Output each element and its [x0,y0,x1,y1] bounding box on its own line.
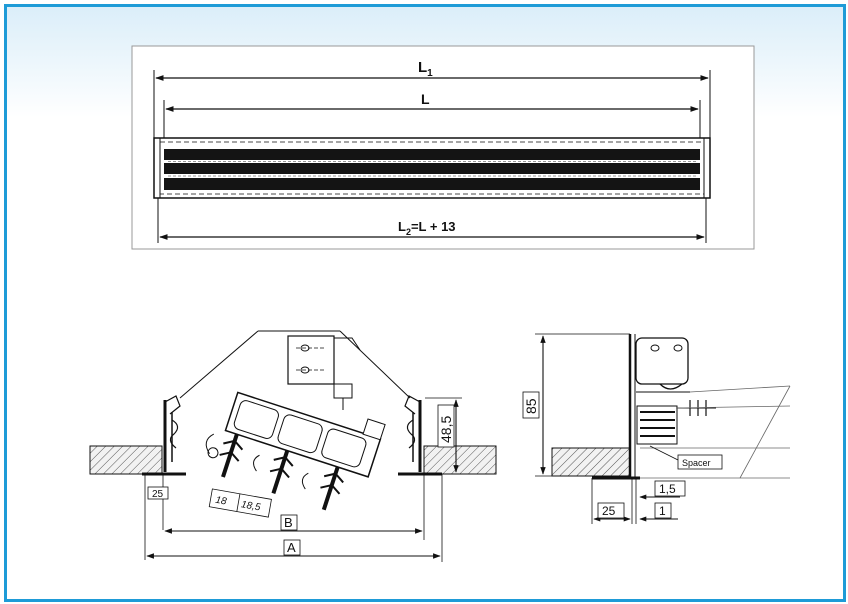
top-view: L1 L L2=L + 13 [131,45,755,250]
clip-detail [287,335,361,410]
dimension-18-group: 18 18,5 [208,488,272,518]
spacer-label: Spacer [682,458,711,468]
slot-1 [164,149,700,160]
diffuser-profile-side [592,334,791,480]
side-view: 85 [522,333,791,524]
dimension-label-18: 18 [215,495,228,508]
frame-profile-left [142,395,186,476]
ceiling-left [89,445,163,475]
dimension-label-l2: L2=L + 13 [398,219,456,237]
dimension-label-48-5: 48,5 [438,416,454,443]
dimension-label-b: B [284,515,293,530]
dimension-label-1-5: 1,5 [659,482,676,496]
ceiling-right [423,445,497,475]
dimension-label-l: L [421,91,430,107]
slot-2 [164,163,700,174]
dimension-label-1: 1 [659,504,666,518]
dimension-label-25-section: 25 [152,489,164,500]
dimension-label-25-side: 25 [602,504,616,518]
section-view: 48,5 25 18 18,5 B A [89,330,497,562]
slot-diffuser-top [153,137,711,199]
dimension-label-a: A [287,540,296,555]
slot-diffuser-section [205,391,386,511]
slot-3 [164,178,700,190]
dimension-label-18-5: 18,5 [240,499,262,513]
dimension-label-85: 85 [523,398,539,414]
dimension-label-l1: L1 [418,59,433,79]
ceiling-side [551,447,631,477]
